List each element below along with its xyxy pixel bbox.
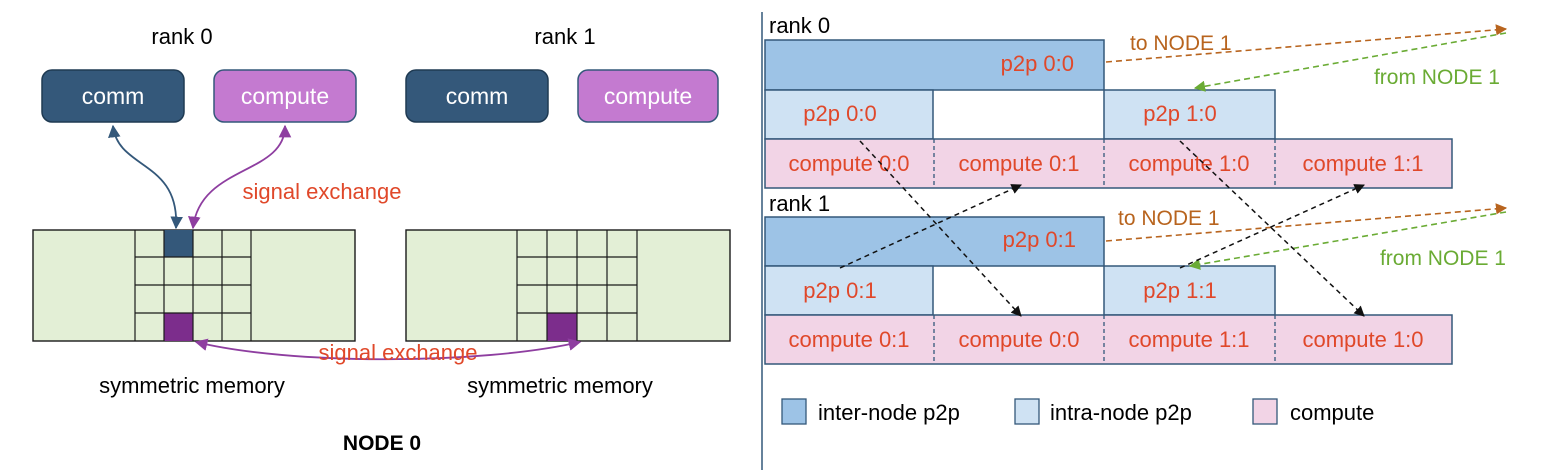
timeline-rank0-label: rank 0 — [769, 13, 830, 38]
rank0-from-node-label: from NODE 1 — [1374, 66, 1500, 89]
memory1-signal-cell — [547, 313, 577, 341]
legend-compute-label: compute — [1290, 400, 1374, 425]
memory0-comm-cell — [164, 230, 193, 257]
rank0-from-node-arrow — [1193, 32, 1507, 92]
rank0-compute-row: compute 0:0 compute 0:1 compute 1:0 comp… — [764, 138, 1453, 189]
rank0-intra-label-1: p2p 1:0 — [1143, 101, 1216, 126]
rank1-inter-label: p2p 0:1 — [1003, 227, 1076, 252]
rank1-comm-box: comm — [405, 69, 549, 123]
rank1-compute-label-2: compute 1:1 — [1128, 327, 1249, 352]
rank0-inter-label: p2p 0:0 — [1001, 51, 1074, 76]
rank0-comm-box: comm — [41, 69, 185, 123]
timeline-rank1-label: rank 1 — [769, 191, 830, 216]
rank1-intra-block-1: p2p 1:1 — [1103, 265, 1276, 316]
memory1-label: symmetric memory — [467, 373, 653, 398]
symmetric-memory-0 — [32, 229, 356, 342]
rank0-to-node-arrow — [1105, 24, 1508, 63]
rank1-label: rank 1 — [534, 24, 595, 49]
cross-arrow-intra0-to-compute01 — [839, 184, 1022, 269]
signal-exchange-top-label: signal exchange — [242, 179, 401, 204]
legend-inter-swatch — [781, 398, 807, 425]
legend-intra-swatch — [1014, 398, 1040, 425]
rank0-compute-label-2: compute 1:0 — [1128, 151, 1249, 176]
rank0-comm-label: comm — [82, 83, 145, 109]
rank0-compute-label: compute — [241, 83, 329, 109]
rank0-compute-label-0: compute 0:0 — [788, 151, 909, 176]
legend-inter-label: inter-node p2p — [818, 400, 960, 425]
rank1-to-node-label: to NODE 1 — [1118, 207, 1220, 230]
rank1-intra-label-0: p2p 0:1 — [803, 278, 876, 303]
rank0-intra-block-1: p2p 1:0 — [1103, 89, 1276, 140]
rank1-inter-block: p2p 0:1 — [764, 216, 1105, 267]
rank0-compute-label-1: compute 0:1 — [958, 151, 1079, 176]
rank1-compute-label-0: compute 0:1 — [788, 327, 909, 352]
rank1-intra-block-0: p2p 0:1 — [764, 265, 934, 316]
rank1-compute-label-1: compute 0:0 — [958, 327, 1079, 352]
rank1-compute-box: compute — [577, 69, 719, 123]
compute-memory-arrow — [188, 124, 292, 230]
memory0-label: symmetric memory — [99, 373, 285, 398]
rank0-compute-label-3: compute 1:1 — [1302, 151, 1423, 176]
rank0-intra-block-0: p2p 0:0 — [764, 89, 934, 140]
rank0-compute-box: compute — [213, 69, 357, 123]
rank0-label: rank 0 — [151, 24, 212, 49]
legend-intra-label: intra-node p2p — [1050, 400, 1192, 425]
cross-arrow-intra00-to-compute00 — [859, 140, 1022, 317]
cross-arrow-intra10-to-compute10 — [1179, 140, 1365, 317]
rank0-inter-block: p2p 0:0 — [764, 39, 1105, 91]
rank1-from-node-arrow — [1188, 211, 1507, 270]
symmetric-memory-1 — [405, 229, 731, 342]
cross-arrow-intra11-to-compute11 — [1179, 184, 1365, 269]
rank1-from-node-label: from NODE 1 — [1380, 247, 1506, 270]
comm-memory-arrow — [108, 124, 183, 230]
legend: inter-node p2p intra-node p2p compute — [781, 398, 1374, 425]
rank1-comm-label: comm — [446, 83, 509, 109]
rank0-intra-label-0: p2p 0:0 — [803, 101, 876, 126]
rank1-compute-row: compute 0:1 compute 0:0 compute 1:1 comp… — [764, 314, 1453, 365]
memory0-signal-cell — [164, 313, 193, 341]
memory-signal-arrow — [194, 338, 582, 361]
rank1-to-node-arrow — [1105, 203, 1508, 242]
signal-exchange-bottom-label: signal exchange — [318, 340, 477, 365]
rank1-compute-label: compute — [604, 83, 692, 109]
legend-compute-swatch — [1252, 398, 1278, 425]
rank0-to-node-label: to NODE 1 — [1130, 32, 1232, 55]
node0-label: NODE 0 — [343, 432, 421, 455]
rank1-compute-label-3: compute 1:0 — [1302, 327, 1423, 352]
rank1-intra-label-1: p2p 1:1 — [1143, 278, 1216, 303]
